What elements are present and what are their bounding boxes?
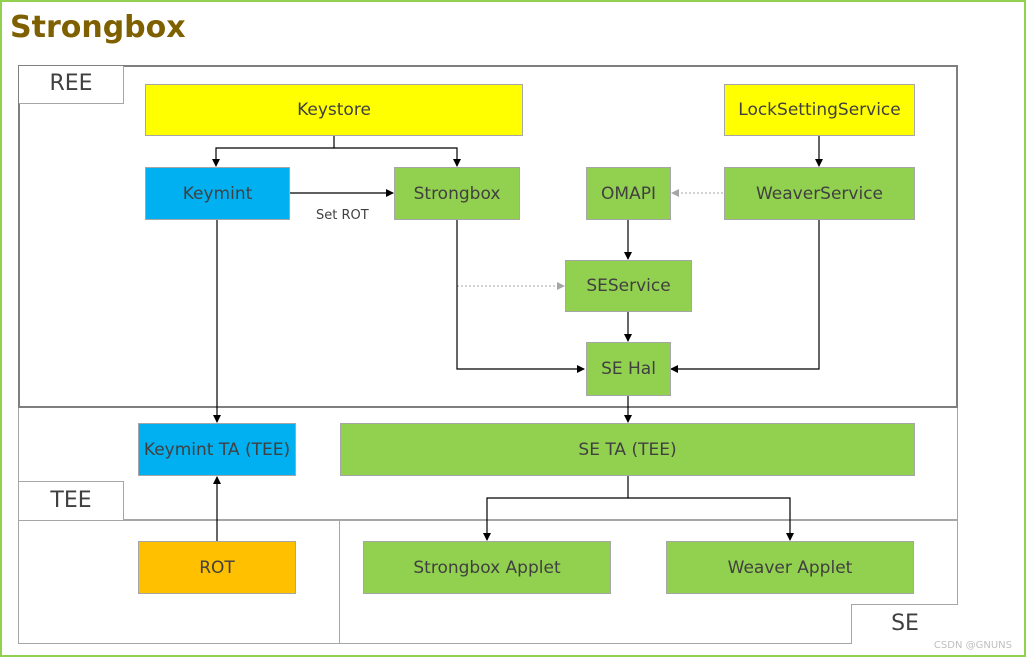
zone-se-right <box>340 520 958 644</box>
diagram-title: Strongbox <box>10 10 186 45</box>
zone-label-tee: TEE <box>19 481 124 520</box>
watermark: CSDN @GNUNS <box>933 640 1012 651</box>
node-strongbox: Strongbox <box>394 167 520 220</box>
node-omapi: OMAPI <box>586 167 671 220</box>
node-keymint: Keymint <box>145 167 290 220</box>
edge-strongbox-sehal <box>456 220 585 373</box>
edge-seta-weaverapplet <box>628 497 794 541</box>
node-keymint-ta: Keymint TA (TEE) <box>138 423 296 476</box>
edge-weaver-sehal <box>670 220 820 373</box>
edge-keystore-split <box>212 136 335 167</box>
zone-label-ree: REE <box>19 66 124 104</box>
node-se-hal: SE Hal <box>586 342 671 396</box>
zone-ree <box>18 65 958 408</box>
edge-seta-split <box>483 476 629 541</box>
node-se-service: SEService <box>565 260 692 312</box>
node-keystore: Keystore <box>145 84 523 136</box>
edge-label-set-rot: Set ROT <box>316 208 369 223</box>
node-se-ta: SE TA (TEE) <box>340 423 915 476</box>
node-rot: ROT <box>138 541 296 594</box>
zone-tee <box>18 408 958 520</box>
node-weaver-applet: Weaver Applet <box>666 541 914 594</box>
node-strongbox-applet: Strongbox Applet <box>363 541 611 594</box>
zone-se-left <box>18 520 340 644</box>
node-lock-setting-service: LockSettingService <box>724 84 915 136</box>
edge-keystore-strongbox <box>334 147 461 167</box>
node-weaver-service: WeaverService <box>724 167 915 220</box>
zone-label-se: SE <box>851 604 958 644</box>
